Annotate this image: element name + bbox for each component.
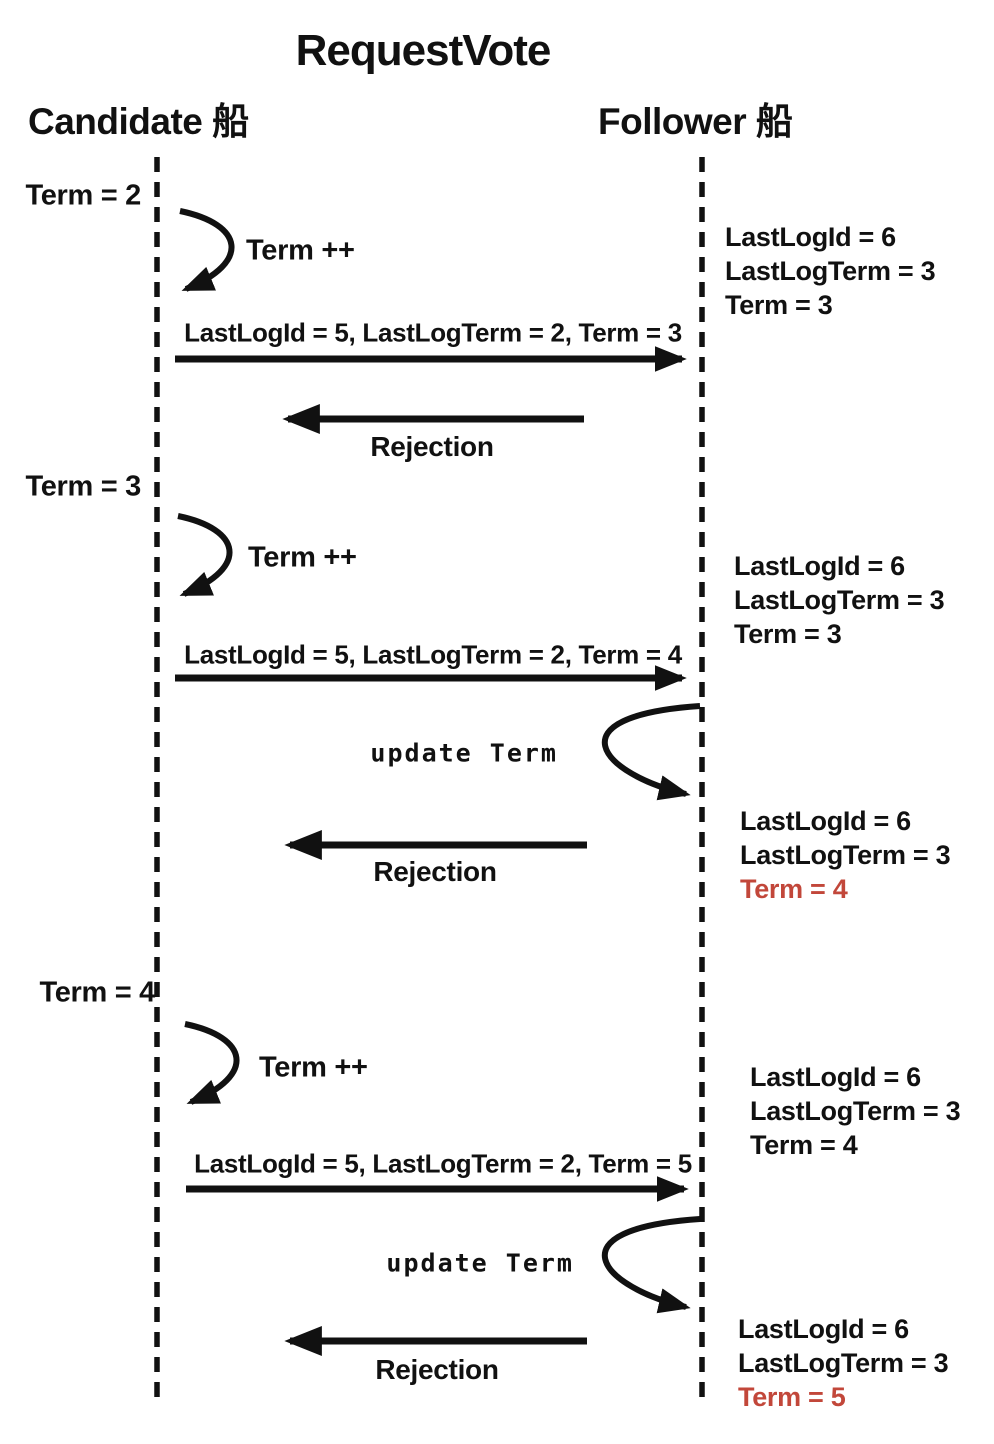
- follower-state-line: LastLogTerm = 3: [725, 256, 936, 286]
- follower-state-block: LastLogId = 6 LastLogTerm = 3 Term = 4: [740, 804, 951, 906]
- rejection-label: Rejection: [370, 431, 494, 462]
- request-label: LastLogId = 5, LastLogTerm = 2, Term = 5: [194, 1148, 692, 1179]
- follower-state-block: LastLogId = 6 LastLogTerm = 3 Term = 4: [750, 1060, 961, 1162]
- follower-state-line: LastLogTerm = 3: [750, 1096, 961, 1126]
- update-term-label: update Term: [370, 738, 558, 768]
- update-term-arrow: [601, 703, 701, 801]
- follower-state-line: Term = 5: [738, 1382, 846, 1412]
- actor-follower: Follower 船: [598, 101, 793, 142]
- follower-state-line: LastLogId = 6: [738, 1314, 909, 1344]
- follower-state-line: LastLogId = 6: [734, 551, 905, 581]
- follower-state-block: LastLogId = 6 LastLogTerm = 3 Term = 3: [725, 220, 936, 322]
- candidate-term-label: Term = 3: [25, 470, 141, 503]
- follower-state-line: LastLogId = 6: [725, 222, 896, 252]
- follower-state-line: Term = 3: [725, 290, 833, 320]
- rejection-label: Rejection: [375, 1354, 499, 1385]
- follower-state-line: LastLogTerm = 3: [738, 1348, 949, 1378]
- diagram-title: RequestVote: [295, 26, 552, 75]
- term-increment-label: Term ++: [246, 234, 355, 267]
- actor-candidate: Candidate 船: [28, 101, 249, 142]
- follower-state-line: LastLogTerm = 3: [740, 840, 951, 870]
- follower-state-line: Term = 4: [750, 1130, 858, 1160]
- term-increment-arrow: [177, 513, 233, 597]
- follower-state-line: Term = 3: [734, 619, 842, 649]
- candidate-term-label: Term = 2: [25, 179, 141, 212]
- candidate-term-label: Term = 4: [39, 976, 155, 1009]
- term-increment-label: Term ++: [259, 1051, 368, 1084]
- follower-state-line: LastLogId = 6: [740, 806, 911, 836]
- term-increment-arrow: [184, 1021, 240, 1105]
- follower-state-line: LastLogId = 6: [750, 1062, 921, 1092]
- rejection-label: Rejection: [373, 856, 497, 887]
- update-term-label: update Term: [386, 1248, 574, 1278]
- follower-state-line: Term = 4: [740, 874, 848, 904]
- follower-state-line: LastLogTerm = 3: [734, 585, 945, 615]
- request-label: LastLogId = 5, LastLogTerm = 2, Term = 3: [184, 317, 682, 348]
- term-increment-label: Term ++: [248, 541, 357, 574]
- term-increment-arrow: [179, 208, 235, 292]
- update-term-arrow: [601, 1216, 701, 1314]
- follower-state-block: LastLogId = 6 LastLogTerm = 3 Term = 5: [738, 1312, 949, 1414]
- follower-state-block: LastLogId = 6 LastLogTerm = 3 Term = 3: [734, 549, 945, 651]
- request-label: LastLogId = 5, LastLogTerm = 2, Term = 4: [184, 639, 682, 670]
